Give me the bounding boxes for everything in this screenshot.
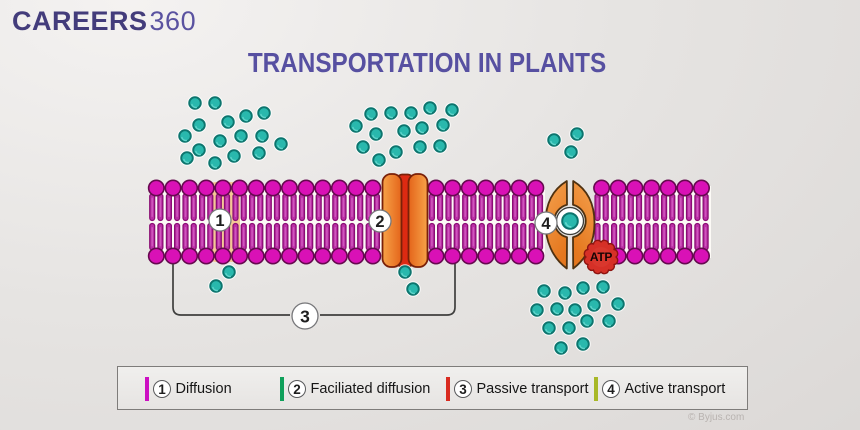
svg-text:ATP: ATP (590, 250, 613, 264)
svg-text:3: 3 (300, 306, 310, 326)
svg-text:1: 1 (215, 212, 224, 230)
svg-text:4: 4 (541, 215, 551, 233)
svg-text:2: 2 (375, 213, 384, 231)
